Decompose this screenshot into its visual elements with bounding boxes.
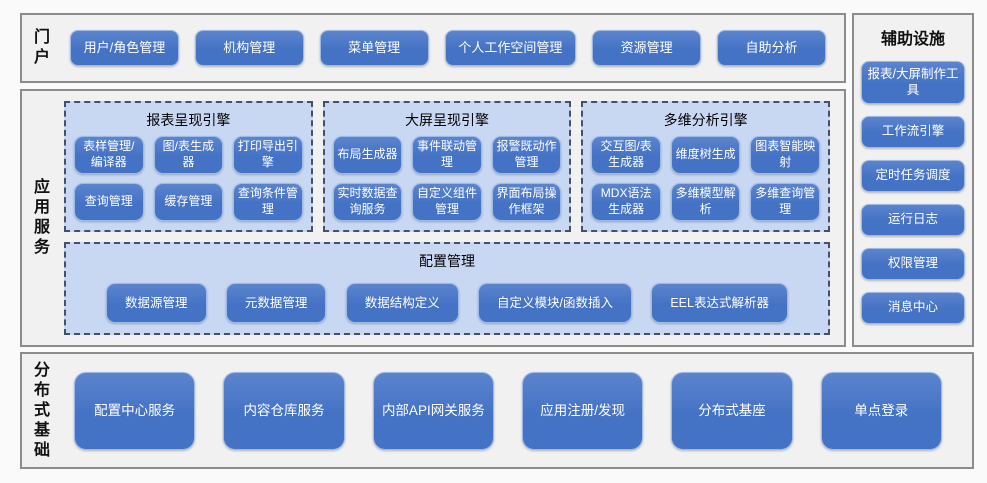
auxiliary-module-box: 运行日志 — [861, 203, 965, 236]
distributed-module-box: 分布式基座 — [671, 371, 793, 450]
dashboard-engine-grid: 布局生成器事件联动管理报警既动作管理实时数据查询服务自定义组件管理界面布局操作框… — [332, 136, 562, 221]
report-engine-grid: 表样管理/编译器图/表生成器打印导出引擎查询管理缓存管理查询条件管理 — [74, 136, 303, 221]
portal-section-label: 门户 — [22, 15, 62, 81]
config-module-box: 元数据管理 — [225, 283, 327, 323]
olap-engine-module-box: 多维查询管理 — [750, 183, 820, 221]
auxiliary-module-box: 报表/大屏制作工具 — [861, 61, 965, 104]
dashboard-engine-module-box: 界面布局操作框架 — [491, 183, 562, 221]
portal-label-text: 门户 — [33, 29, 50, 66]
config-module-box: 自定义模块/函数插入 — [478, 283, 633, 323]
distributed-base-label-text: 分布式基础 — [33, 361, 50, 459]
auxiliary-facilities-title: 辅助设施 — [880, 31, 945, 48]
distributed-base-row: 配置中心服务内容仓库服务内部API网关服务应用注册/发现分布式基座单点登录 — [62, 354, 972, 467]
report-engine-module-box: 表样管理/编译器 — [74, 136, 144, 174]
config-management-row: 数据源管理元数据管理数据结构定义自定义模块/函数插入 EEL表达式解析器 — [76, 277, 818, 323]
olap-engine-panel: 多维分析引擎 交互图/表生成器维度树生成图表智能映射 MDX语法生成器多维模型解析… — [581, 101, 831, 232]
olap-engine-module-box: 维度树生成 — [670, 136, 741, 174]
application-services-label: 应用服务 — [22, 91, 62, 345]
application-services-content: 报表呈现引擎 表样管理/编译器图/表生成器打印导出引擎查询管理缓存管理查询条件管… — [62, 91, 844, 345]
config-module-box: 数据源管理 — [106, 283, 207, 323]
config-module-box: EEL表达式解析器 — [651, 283, 788, 323]
distributed-module-box: 内部API网关服务 — [372, 371, 494, 450]
auxiliary-module-box: 消息中心 — [861, 291, 965, 324]
olap-engine-module-box: MDX语法生成器 — [591, 183, 661, 221]
application-services-section: 应用服务 报表呈现引擎 表样管理/编译器图/表生成器打印导出引擎查询管理缓存管理… — [20, 89, 846, 347]
dashboard-engine-title: 大屏呈现引擎 — [405, 112, 489, 128]
report-engine-module-box: 查询条件管理 — [233, 183, 303, 221]
report-engine-module-box: 查询管理 — [74, 183, 144, 221]
config-management-title: 配置管理 — [419, 253, 475, 269]
portal-module-box: 自助分析 — [717, 30, 826, 66]
config-management-panel: 配置管理 数据源管理元数据管理数据结构定义自定义模块/函数插入 EEL表达式解析器 — [64, 242, 830, 335]
report-engine-panel: 报表呈现引擎 表样管理/编译器图/表生成器打印导出引擎查询管理缓存管理查询条件管… — [64, 101, 313, 232]
olap-engine-module-box: 交互图/表生成器 — [591, 136, 661, 174]
portal-module-box: 个人工作空间管理 — [444, 30, 577, 66]
engine-panels-row: 报表呈现引擎 表样管理/编译器图/表生成器打印导出引擎查询管理缓存管理查询条件管… — [64, 101, 831, 232]
portal-module-box: 资源管理 — [592, 30, 702, 66]
dashboard-engine-panel: 大屏呈现引擎 布局生成器事件联动管理报警既动作管理实时数据查询服务自定义组件管理… — [322, 101, 572, 232]
distributed-module-box: 内容仓库服务 — [223, 371, 345, 450]
report-engine-title: 报表呈现引擎 — [146, 112, 231, 128]
report-engine-module-box: 缓存管理 — [153, 183, 224, 221]
distributed-base-section: 分布式基础 配置中心服务内容仓库服务内部API网关服务应用注册/发现分布式基座单… — [20, 352, 974, 469]
portal-module-box: 机构管理 — [194, 30, 304, 66]
config-module-box: 数据结构定义 — [345, 283, 459, 323]
auxiliary-facilities-column: 报表/大屏制作工具工作流引擎定时任务调度运行日志权限管理消息中心 — [861, 61, 965, 324]
auxiliary-facilities-section: 辅助设施 报表/大屏制作工具工作流引擎定时任务调度运行日志权限管理消息中心 — [852, 13, 974, 347]
olap-engine-module-box: 图表智能映射 — [750, 136, 820, 174]
portal-module-box: 用户/角色管理 — [70, 30, 179, 66]
distributed-module-box: 配置中心服务 — [74, 371, 196, 450]
dashboard-engine-module-box: 实时数据查询服务 — [332, 183, 403, 221]
distributed-base-label: 分布式基础 — [22, 354, 62, 467]
application-services-label-text: 应用服务 — [33, 179, 50, 256]
portal-module-box: 菜单管理 — [319, 30, 429, 66]
dashboard-engine-module-box: 报警既动作管理 — [491, 136, 562, 174]
portal-button-row: 用户/角色管理机构管理菜单管理个人工作空间管理资源管理自助分析 — [62, 15, 844, 81]
portal-section: 门户 用户/角色管理机构管理菜单管理个人工作空间管理资源管理自助分析 — [20, 13, 846, 83]
olap-engine-title: 多维分析引擎 — [663, 112, 748, 128]
auxiliary-module-box: 工作流引擎 — [861, 115, 965, 148]
distributed-module-box: 应用注册/发现 — [521, 371, 644, 450]
auxiliary-module-box: 权限管理 — [861, 247, 965, 280]
auxiliary-module-box: 定时任务调度 — [861, 159, 965, 192]
olap-engine-module-box: 多维模型解析 — [670, 183, 741, 221]
distributed-module-box: 单点登录 — [820, 371, 942, 450]
dashboard-engine-module-box: 自定义组件管理 — [412, 183, 482, 221]
report-engine-module-box: 打印导出引擎 — [233, 136, 303, 174]
dashboard-engine-module-box: 布局生成器 — [332, 136, 403, 174]
report-engine-module-box: 图/表生成器 — [153, 136, 224, 174]
dashboard-engine-module-box: 事件联动管理 — [412, 136, 482, 174]
olap-engine-grid: 交互图/表生成器维度树生成图表智能映射 MDX语法生成器多维模型解析多维查询管理 — [591, 136, 820, 221]
